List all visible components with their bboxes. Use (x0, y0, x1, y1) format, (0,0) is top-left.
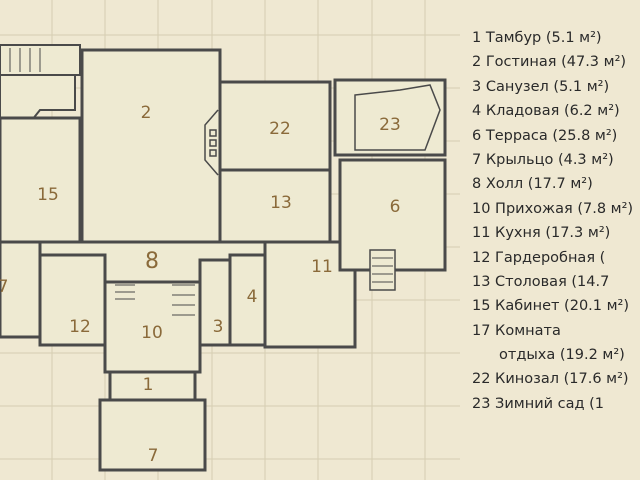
legend-item: 4 Кладовая (6.2 м²) (472, 103, 620, 120)
legend-item: 2 Гостиная (47.3 м²) (472, 54, 627, 71)
legend-item: 15 Кабинет (20.1 м²) (472, 298, 630, 315)
room-number: 3 (213, 317, 224, 337)
legend-item: 17 Комната (472, 322, 561, 339)
legend-item: 23 Зимний сад (1 (472, 395, 605, 412)
legend-item: отдыха (19.2 м²) (499, 347, 625, 364)
legend-item: 22 Кинозал (17.6 м²) (472, 371, 629, 388)
room-number: 15 (37, 185, 59, 205)
room-number: 7 (148, 446, 159, 466)
room-number: 6 (390, 197, 401, 217)
room-number: 13 (270, 193, 292, 213)
floor-plan: 1 2 3 4 6 7 8 10 11 12 13 15 7 22 23 (0, 0, 460, 480)
room-number: 8 (145, 249, 159, 274)
room-number: 22 (269, 119, 291, 139)
room-number: 4 (247, 287, 258, 307)
legend-item: 8 Холл (17.7 м²) (472, 176, 593, 193)
room-number: 10 (141, 323, 163, 343)
stairs (9, 48, 393, 316)
legend-item: 13 Столовая (14.7 (472, 273, 610, 290)
legend-item: 11 Кухня (17.3 м²) (472, 225, 611, 242)
room-number: 2 (141, 103, 152, 123)
legend-item: 12 Гардеробная ( (472, 249, 606, 266)
room-number: 1 (143, 375, 154, 395)
legend-item: 3 Санузел (5.1 м²) (472, 78, 610, 95)
legend-item: 1 Тамбур (5.1 м²) (472, 30, 602, 46)
room-number: 23 (379, 115, 401, 135)
legend-item: 6 Терраса (25.8 м²) (472, 127, 618, 144)
legend-item: 7 Крыльцо (4.3 м²) (472, 151, 614, 168)
legend-item: 10 Прихожая (7.8 м²) (472, 200, 634, 217)
room-numbers: 1 2 3 4 6 7 8 10 11 12 13 15 7 22 23 (0, 103, 401, 466)
room-number: 7 (0, 277, 8, 297)
fireplace (204, 109, 219, 176)
walls (0, 44, 447, 472)
room-legend: 1 Тамбур (5.1 м²) 2 Гостиная (47.3 м²) 3… (472, 26, 640, 416)
room-number: 11 (311, 257, 333, 277)
room-number: 12 (69, 317, 91, 337)
